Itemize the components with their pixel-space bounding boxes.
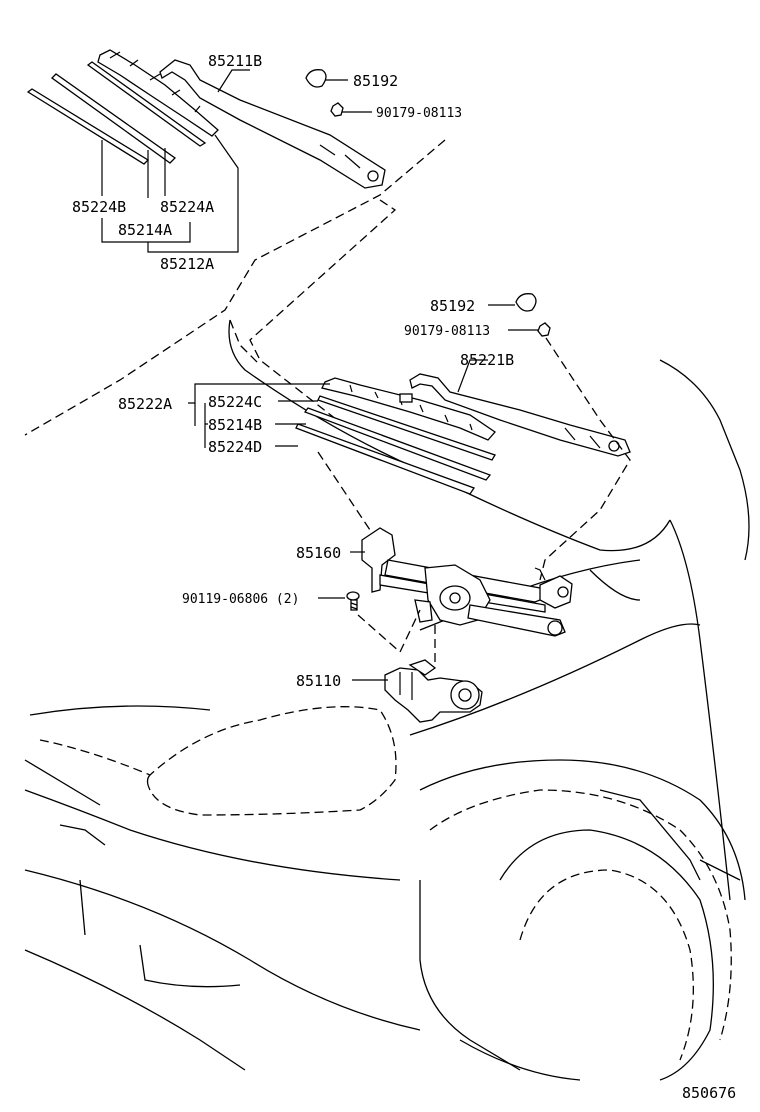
pivot-nut-mid (537, 322, 551, 337)
label-85192-mid: 85192 (430, 297, 475, 315)
label-85221B: 85221B (460, 351, 514, 369)
bracket-85222A (188, 383, 330, 404)
label-85160: 85160 (296, 544, 341, 562)
wiper-arm-passenger (159, 59, 386, 189)
label-85212A: 85212A (160, 255, 214, 273)
label-85224B: 85224B (72, 198, 126, 216)
wiper-arm-driver (409, 373, 631, 457)
label-90119: 90119-06806 (2) (182, 592, 299, 607)
wiper-motor (384, 659, 483, 723)
pivot-nut-top (330, 102, 344, 117)
leader-85221B (457, 359, 488, 393)
wiper-blade-assembly-passenger (26, 49, 219, 165)
leader-85211B (217, 69, 250, 93)
label-85110: 85110 (296, 672, 341, 690)
dash-link-mid-right (539, 337, 631, 581)
label-85224A: 85224A (160, 198, 214, 216)
label-85214B: 85214B (208, 416, 262, 434)
label-85211B: 85211B (208, 52, 262, 70)
label-85214A: 85214A (118, 221, 172, 239)
bracket-inner (204, 403, 208, 448)
dash-link-mid-left (317, 451, 371, 531)
wiper-blade-assembly-driver (295, 377, 496, 495)
diagram-id: 850676 (682, 1084, 736, 1102)
bracket-85212A (147, 134, 239, 253)
label-85224C: 85224C (208, 393, 262, 411)
pivot-cap-mid (515, 293, 537, 312)
label-85222A: 85222A (118, 395, 172, 413)
car-body-outline (24, 139, 750, 1081)
bracket-85214A (101, 218, 191, 243)
label-90179-mid: 90179-08113 (404, 324, 490, 339)
wiper-link-assembly (361, 527, 573, 637)
dash-link-bolt (357, 609, 421, 654)
label-85192-top: 85192 (353, 72, 398, 90)
label-85224D: 85224D (208, 438, 262, 456)
pivot-cap-top (305, 69, 327, 88)
link-bolt (346, 591, 360, 611)
label-90179-top: 90179-08113 (376, 106, 462, 121)
